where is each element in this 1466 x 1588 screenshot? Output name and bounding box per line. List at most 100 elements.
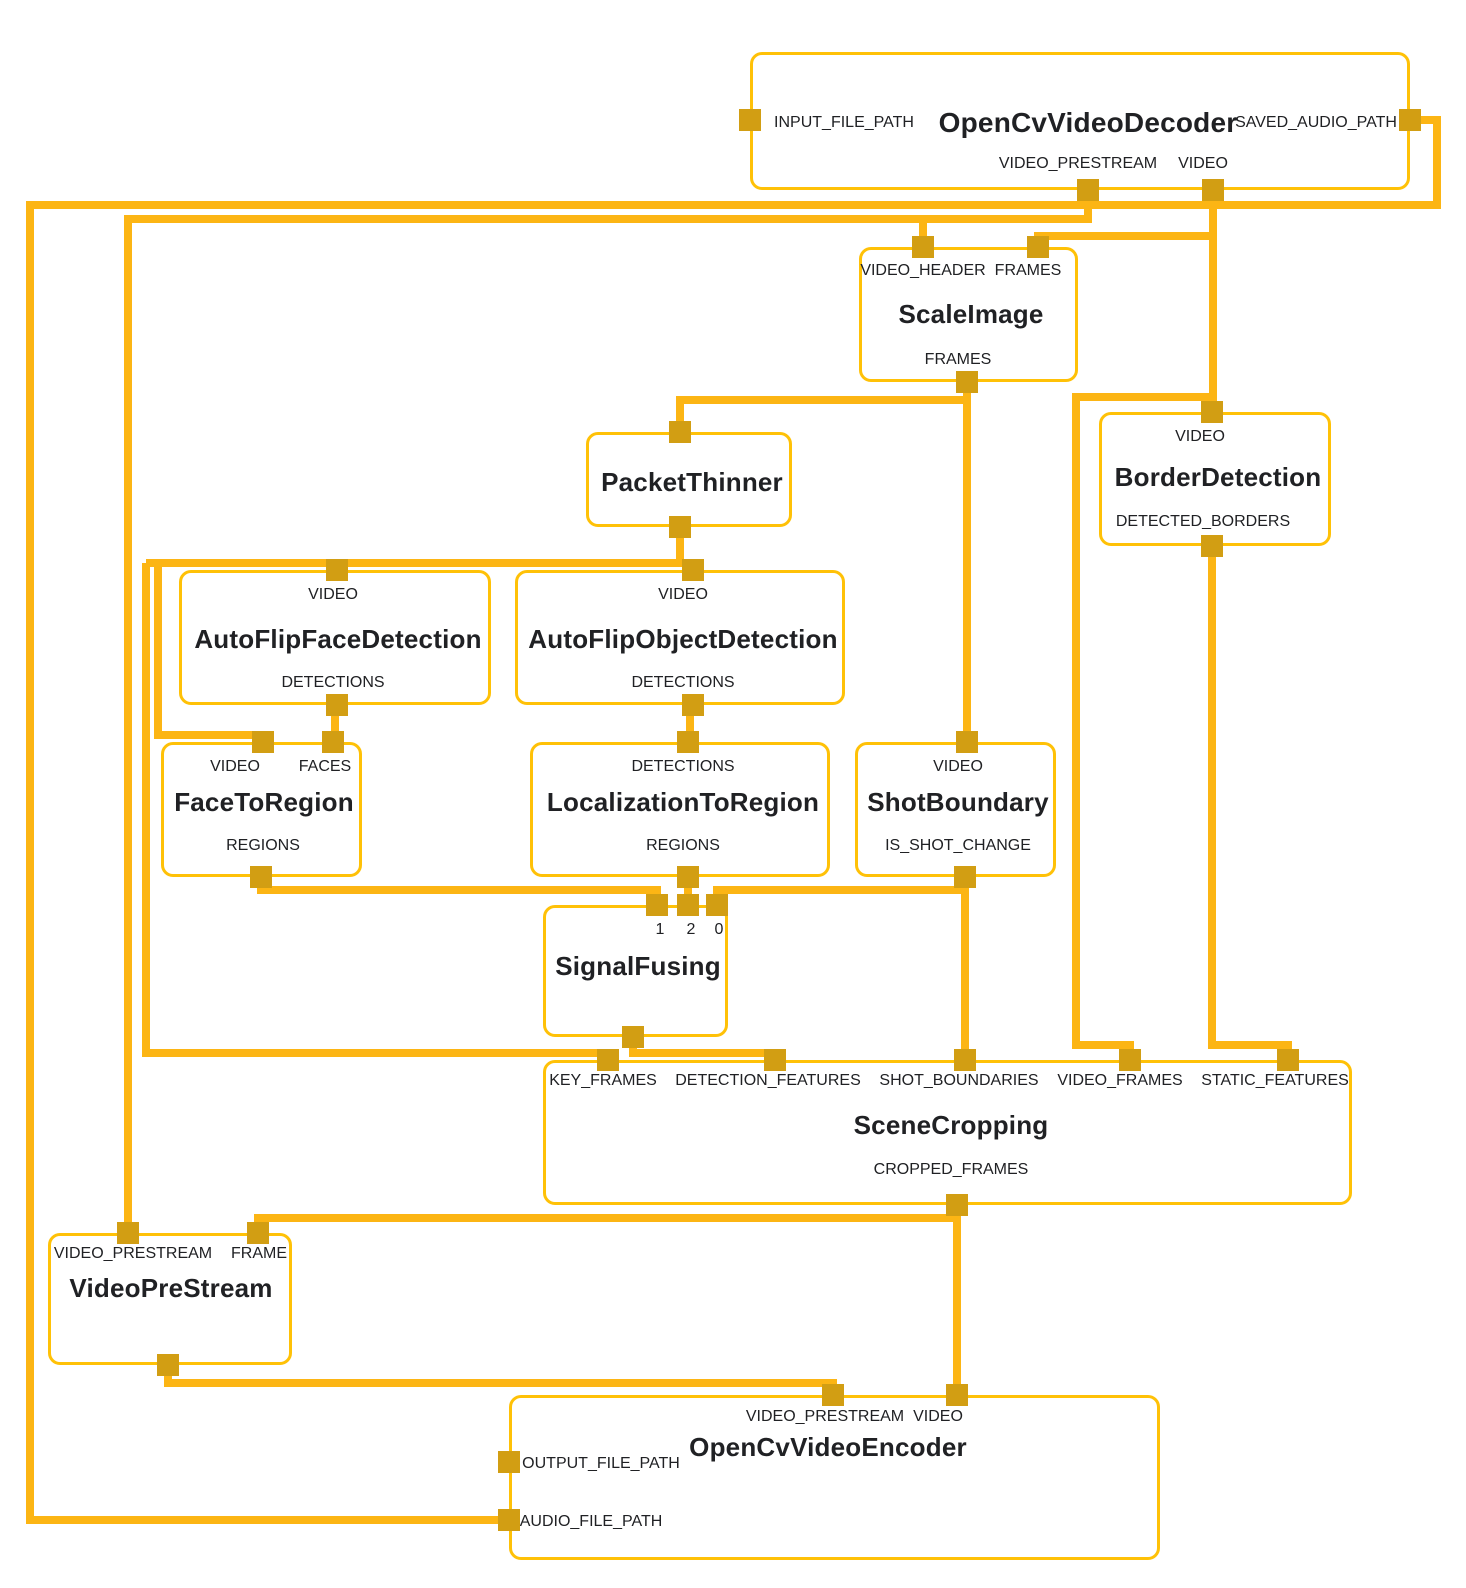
node-title: ScaleImage [898,299,1044,329]
port-signalfusing-out[interactable] [622,1026,644,1048]
port-signalfusing-2[interactable] [677,894,699,916]
port-label-frames-out: FRAMES [924,351,992,368]
port-localizationtoregion-regions[interactable] [677,866,699,888]
port-label-static-features: STATIC_FEATURES [1201,1072,1349,1089]
port-encoder-video[interactable] [946,1384,968,1406]
node-opencvvideoencoder[interactable]: VIDEO_PRESTREAM VIDEO OpenCvVideoEncoder… [509,1395,1160,1560]
port-objectdetection-detections[interactable] [682,694,704,716]
port-label-video-prestream: VIDEO_PRESTREAM [998,155,1158,172]
port-label-detection-features: DETECTION_FEATURES [675,1072,861,1089]
port-borderdetection-detected-borders[interactable] [1201,535,1223,557]
port-signalfusing-1[interactable] [646,894,668,916]
port-videoprestream-video-prestream[interactable] [117,1222,139,1244]
port-label-is-shot-change: IS_SHOT_CHANGE [885,837,1031,854]
port-scenecropping-static-features[interactable] [1277,1049,1299,1071]
node-title: LocalizationToRegion [546,787,820,817]
port-label-output-file-path: OUTPUT_FILE_PATH [522,1455,680,1472]
node-opencvvideodecoder[interactable]: OpenCvVideoDecoder INPUT_FILE_PATH SAVED… [750,52,1410,190]
port-facetoregion-regions[interactable] [250,866,272,888]
port-shotboundary-is-shot-change[interactable] [954,866,976,888]
port-facetoregion-faces[interactable] [322,731,344,753]
port-packetthinner-out[interactable] [669,516,691,538]
port-shotboundary-video[interactable] [956,731,978,753]
port-label-frames-in: FRAMES [994,262,1062,279]
node-title: PacketThinner [601,467,783,497]
edge-videoprestream-out-to-encoder-prestream [164,1365,837,1395]
port-localizationtoregion-detections[interactable] [677,731,699,753]
node-signalfusing[interactable]: 1 2 0 SignalFusing [543,905,728,1037]
port-label-input-2: 2 [686,921,696,938]
port-label-input-0: 0 [714,921,724,938]
port-scenecropping-video-frames[interactable] [1119,1049,1141,1071]
node-autoflipfacedetection[interactable]: VIDEO AutoFlipFaceDetection DETECTIONS [179,570,491,705]
port-decoder-video[interactable] [1202,179,1224,201]
port-label-detections: DETECTIONS [631,758,735,775]
port-label-video: VIDEO [210,758,260,775]
edge-detected-borders-to-static-features [1208,546,1292,1060]
port-encoder-audio-file-path[interactable] [498,1509,520,1531]
node-scaleimage[interactable]: VIDEO_HEADER FRAMES ScaleImage FRAMES [859,247,1078,382]
node-title: AutoFlipFaceDetection [194,624,482,654]
port-scaleimage-video-header[interactable] [912,236,934,258]
node-title: ShotBoundary [867,787,1049,817]
node-packetthinner[interactable]: PacketThinner [586,432,792,527]
port-scaleimage-frames-out[interactable] [956,371,978,393]
port-label-shot-boundaries: SHOT_BOUNDARIES [879,1072,1039,1089]
node-title: OpenCvVideoDecoder [938,107,1238,138]
node-title: AutoFlipObjectDetection [528,624,838,654]
node-localizationtoregion[interactable]: DETECTIONS LocalizationToRegion REGIONS [530,742,830,877]
edge-salient-regions-to-detection-features [629,1037,779,1060]
port-label-key-frames: KEY_FRAMES [549,1072,657,1089]
edge-scaled-frames-to-packetthinner [676,396,967,432]
port-facetoregion-video[interactable] [252,731,274,753]
edge-cropped-frames-to-videoprestream-frame [254,1214,957,1233]
node-autoflipobjectdetection[interactable]: VIDEO AutoFlipObjectDetection DETECTIONS [515,570,845,705]
port-label-video-frames: VIDEO_FRAMES [1057,1072,1183,1089]
port-label-input-1: 1 [655,921,665,938]
port-signalfusing-0[interactable] [706,894,728,916]
port-label-regions: REGIONS [646,837,720,854]
edge-video-to-scaleimage-frames [1034,232,1213,247]
node-borderdetection[interactable]: VIDEO BorderDetection DETECTED_BORDERS [1099,412,1331,546]
port-label-video-prestream: VIDEO_PRESTREAM [53,1245,213,1262]
port-videoprestream-out[interactable] [157,1354,179,1376]
port-encoder-video-prestream[interactable] [822,1384,844,1406]
port-facedetection-video[interactable] [326,559,348,581]
edge-face-regions-to-signalfusing-1 [257,877,661,905]
port-scenecropping-key-frames[interactable] [597,1049,619,1071]
port-label-video: VIDEO [1175,428,1225,445]
port-borderdetection-video[interactable] [1201,401,1223,423]
port-label-saved-audio-path: SAVED_AUDIO_PATH [1235,114,1397,131]
port-label-frame: FRAME [231,1245,287,1262]
port-decoder-input-file-path[interactable] [739,109,761,131]
port-label-detections: DETECTIONS [631,674,735,691]
port-packetthinner-in[interactable] [669,421,691,443]
port-encoder-output-file-path[interactable] [498,1451,520,1473]
port-label-regions: REGIONS [226,837,300,854]
port-label-video: VIDEO [933,758,983,775]
port-decoder-saved-audio-path[interactable] [1399,109,1421,131]
node-shotboundary[interactable]: VIDEO ShotBoundary IS_SHOT_CHANGE [855,742,1056,877]
node-title: SignalFusing [555,951,721,981]
node-title: SceneCropping [853,1110,1049,1140]
node-title: OpenCvVideoEncoder [689,1432,967,1462]
port-scaleimage-frames-in[interactable] [1027,236,1049,258]
node-title: FaceToRegion [174,787,354,817]
node-title: BorderDetection [1114,462,1322,492]
node-videoprestream[interactable]: VIDEO_PRESTREAM FRAME VideoPreStream [48,1233,292,1365]
port-label-detections: DETECTIONS [281,674,385,691]
port-label-video-header: VIDEO_HEADER [860,262,986,279]
port-label-video: VIDEO [308,586,358,603]
port-scenecropping-cropped-frames[interactable] [946,1194,968,1216]
port-videoprestream-frame[interactable] [247,1222,269,1244]
port-label-video: VIDEO [658,586,708,603]
port-objectdetection-video[interactable] [682,559,704,581]
port-scenecropping-detection-features[interactable] [764,1049,786,1071]
node-facetoregion[interactable]: VIDEO FACES FaceToRegion REGIONS [161,742,362,877]
node-scenecropping[interactable]: KEY_FRAMES DETECTION_FEATURES SHOT_BOUND… [543,1060,1352,1205]
port-facedetection-detections[interactable] [326,694,348,716]
port-decoder-video-prestream[interactable] [1077,179,1099,201]
port-label-video-prestream: VIDEO_PRESTREAM [745,1408,905,1425]
port-label-audio-file-path: AUDIO_FILE_PATH [519,1513,663,1530]
port-scenecropping-shot-boundaries[interactable] [954,1049,976,1071]
